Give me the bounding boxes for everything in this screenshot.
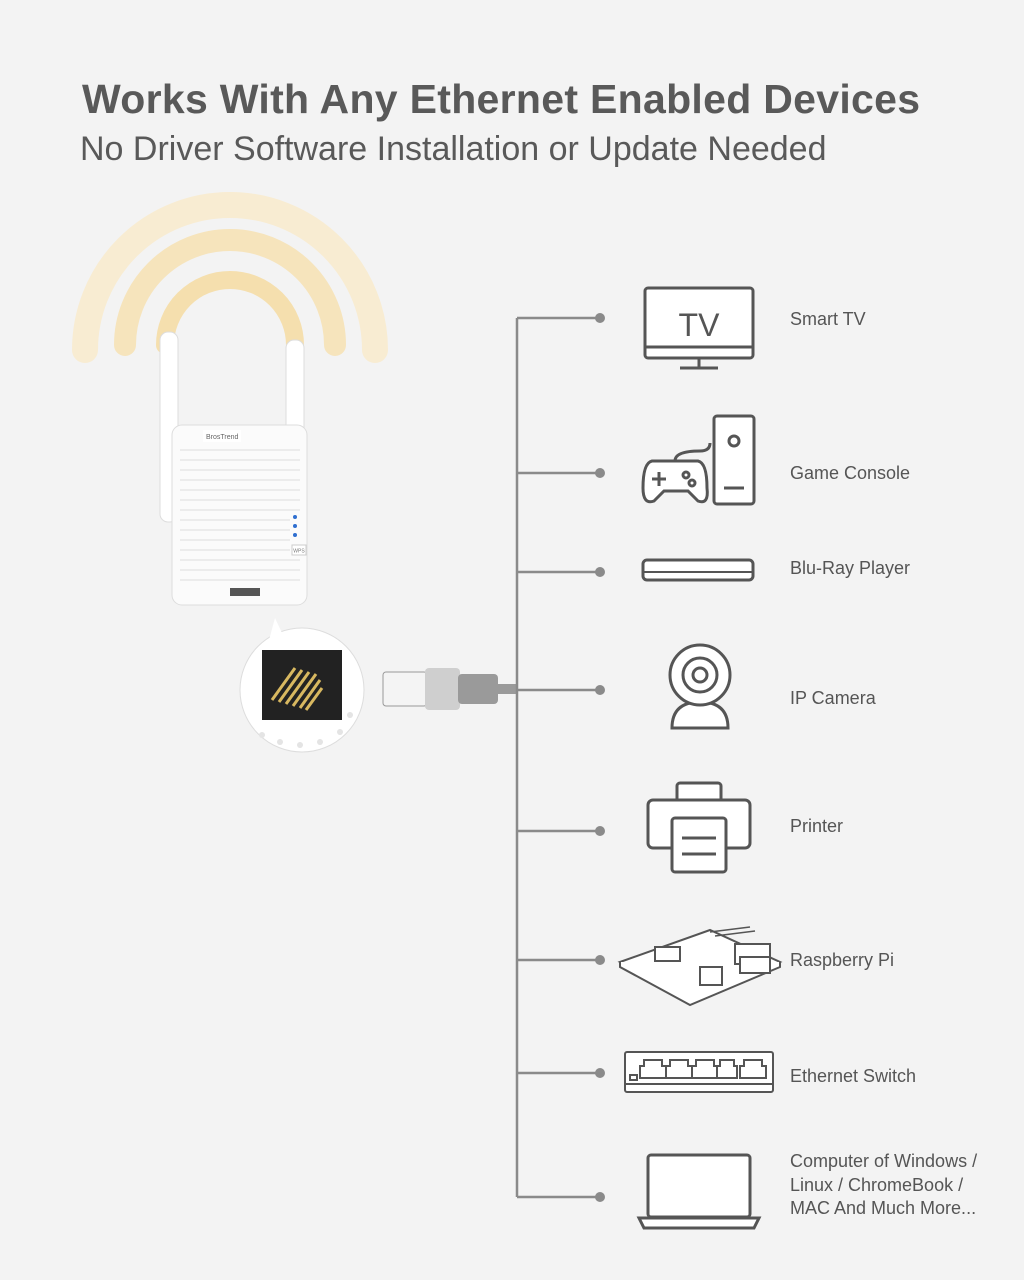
ethernet-switch-icon bbox=[624, 1051, 774, 1093]
tv-icon-text: TV bbox=[679, 307, 721, 343]
wifi-extender-image: BrosTrend WPS bbox=[159, 331, 308, 606]
tv-icon: TV bbox=[643, 286, 755, 370]
ip-camera-icon bbox=[668, 643, 732, 730]
device-label-game-console: Game Console bbox=[790, 463, 911, 483]
page-subtitle: No Driver Software Installation or Updat… bbox=[80, 130, 827, 168]
device-brand-label: BrosTrend bbox=[206, 434, 239, 441]
raspberry-pi-icon bbox=[617, 926, 783, 1007]
connection-tree-lines bbox=[515, 313, 605, 1202]
game-console-icon bbox=[641, 414, 756, 506]
device-label-smart-tv: Smart TV bbox=[790, 309, 866, 329]
ethernet-cable-icon bbox=[382, 668, 518, 710]
device-label-line: Computer of Windows / bbox=[790, 1151, 978, 1171]
wifi-signal-icon bbox=[72, 192, 388, 363]
device-label-printer: Printer bbox=[790, 816, 844, 836]
wps-button-label: WPS bbox=[293, 549, 305, 555]
device-label-line: Linux / ChromeBook / bbox=[790, 1174, 964, 1195]
laptop-icon bbox=[636, 1153, 762, 1230]
device-label-raspberry-pi: Raspberry Pi bbox=[790, 950, 895, 970]
device-label-ethernet-switch: Ethernet Switch bbox=[790, 1066, 917, 1086]
device-label-computer: Computer of Windows / Linux / ChromeBook… bbox=[790, 1150, 977, 1221]
page-title: Works With Any Ethernet Enabled Devices bbox=[82, 76, 921, 122]
device-label-ip-camera: IP Camera bbox=[790, 688, 876, 708]
device-label-bluray-player: Blu-Ray Player bbox=[790, 558, 911, 578]
device-label-line: MAC And Much More... bbox=[790, 1198, 977, 1218]
ethernet-port-closeup bbox=[239, 618, 365, 753]
bluray-player-icon bbox=[641, 558, 755, 582]
printer-icon bbox=[646, 781, 752, 874]
